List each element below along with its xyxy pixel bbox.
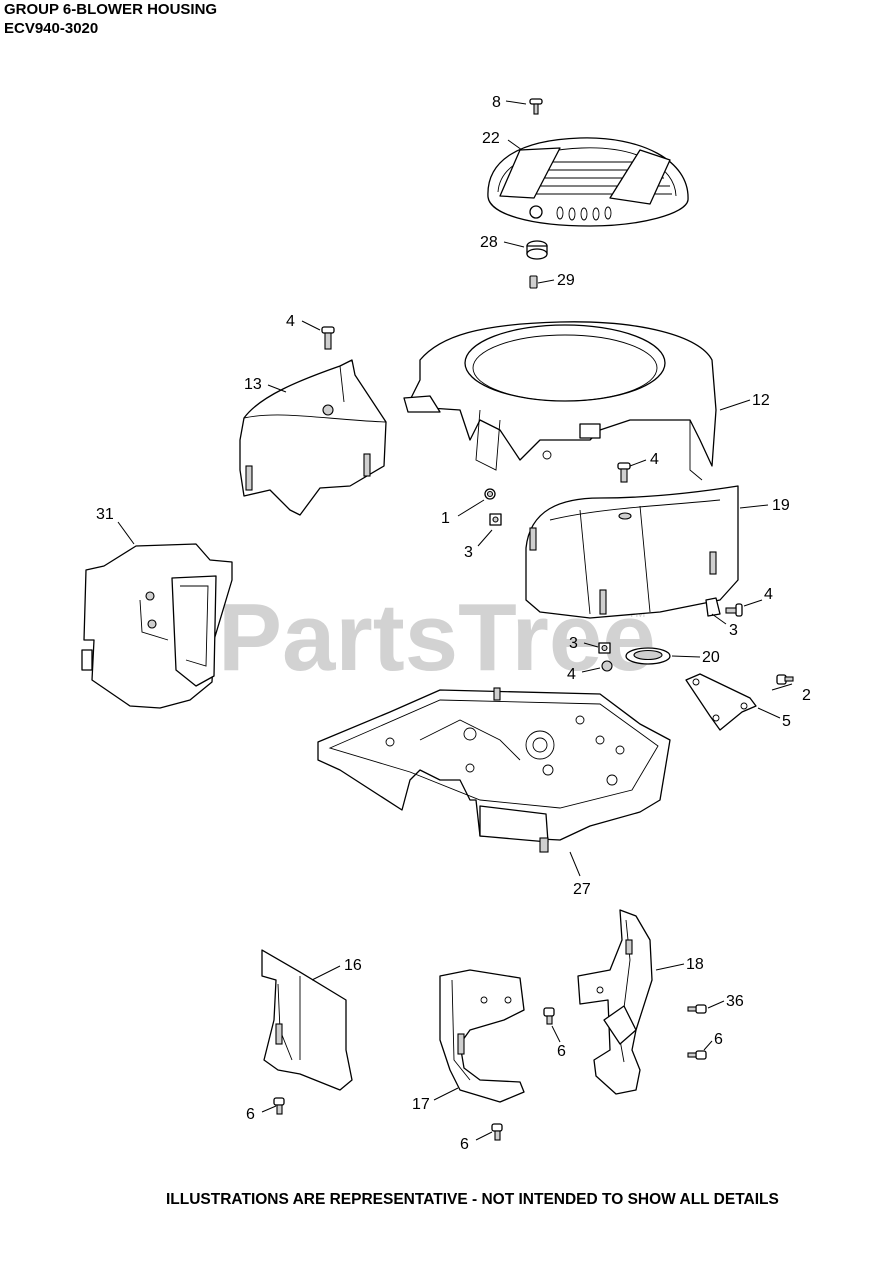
callout-8: 8 [492, 94, 501, 111]
callout-6-mid: 6 [557, 1043, 566, 1060]
callout-29: 29 [557, 272, 575, 289]
part-27-blower-backplate[interactable] [317, 687, 671, 853]
callout-5: 5 [782, 713, 791, 730]
part-3-clip-upper[interactable] [489, 513, 502, 526]
part-18-lower-baffle[interactable] [577, 909, 653, 1095]
callout-28: 28 [480, 234, 498, 251]
part-3-clip-right[interactable] [705, 597, 721, 617]
callout-13: 13 [244, 376, 262, 393]
callout-4-right: 4 [764, 586, 773, 603]
part-12-blower-housing[interactable] [403, 321, 717, 481]
engine-model-number: ECV940-3020 [4, 20, 99, 37]
callout-leader-lines [117, 100, 793, 1141]
part-19-side-baffle[interactable] [525, 485, 739, 619]
callout-labels: 8 22 28 29 4 13 12 4 31 1 3 19 4 3 3 20 … [96, 94, 811, 1153]
part-31-side-baffle[interactable] [81, 543, 233, 709]
callout-16: 16 [344, 957, 362, 974]
part-4-screw-upper-left[interactable] [321, 326, 335, 350]
part-22-intake-screen[interactable] [487, 137, 689, 227]
callout-18: 18 [686, 956, 704, 973]
part-4-screw-center[interactable] [617, 462, 631, 483]
callout-3-right: 3 [729, 622, 738, 639]
callout-3-center: 3 [569, 635, 578, 652]
exploded-parts-diagram: PartsTree TM [81, 94, 811, 1153]
callout-2: 2 [802, 687, 811, 704]
callout-3-upper: 3 [464, 544, 473, 561]
diagram-group-title: GROUP 6-BLOWER HOUSING [4, 1, 218, 18]
part-6-screw-bottom[interactable] [491, 1123, 503, 1141]
part-4-screw-lower[interactable] [601, 660, 613, 672]
callout-12: 12 [752, 392, 770, 409]
illustration-disclaimer: ILLUSTRATIONS ARE REPRESENTATIVE - NOT I… [166, 1191, 779, 1208]
part-5-bracket[interactable] [685, 673, 757, 731]
callout-27: 27 [573, 881, 591, 898]
part-8-screw[interactable] [529, 98, 543, 115]
callout-22: 22 [482, 130, 500, 147]
callout-6-right: 6 [714, 1031, 723, 1048]
part-16-lower-baffle[interactable] [261, 949, 353, 1091]
callout-6-bottom: 6 [460, 1136, 469, 1153]
part-6-screw-mid[interactable] [543, 1007, 555, 1025]
part-3-clip-center[interactable] [598, 642, 611, 654]
part-6-screw-left[interactable] [273, 1097, 285, 1115]
callout-4-lower: 4 [567, 666, 576, 683]
part-20-grommet[interactable] [625, 647, 671, 665]
part-1-nut[interactable] [484, 488, 496, 500]
callout-20: 20 [702, 649, 720, 666]
part-36-screw[interactable] [687, 1004, 707, 1014]
part-17-lower-baffle[interactable] [439, 969, 525, 1103]
part-4-screw-right[interactable] [725, 603, 743, 617]
callout-17: 17 [412, 1096, 430, 1113]
part-28-spacer[interactable] [526, 240, 548, 260]
callout-1: 1 [441, 510, 450, 527]
callout-31: 31 [96, 506, 114, 523]
callout-4-center: 4 [650, 451, 659, 468]
part-13-cylinder-baffle[interactable] [239, 359, 387, 516]
callout-36: 36 [726, 993, 744, 1010]
callout-6-left: 6 [246, 1106, 255, 1123]
callout-4-upper: 4 [286, 313, 295, 330]
part-2-screw[interactable] [776, 674, 794, 685]
callout-19: 19 [772, 497, 790, 514]
part-29-screw[interactable] [529, 275, 538, 289]
part-6-screw-right[interactable] [687, 1050, 707, 1060]
